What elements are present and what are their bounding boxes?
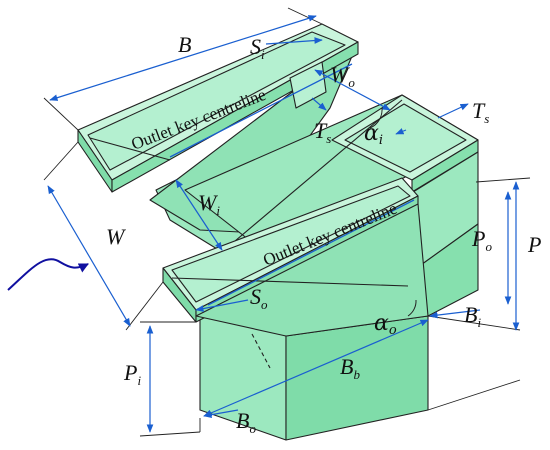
dim-B: [49, 15, 317, 101]
dim-Wi: [175, 179, 223, 251]
label-So: So: [250, 284, 268, 312]
inlet-key-rim-inner: [344, 103, 467, 173]
inlet-key-diagonal: [221, 99, 403, 253]
label-P: P: [527, 232, 541, 257]
lower-key-seam: [171, 277, 409, 287]
dim-Si: [265, 37, 323, 45]
label-alpha-i: αi: [364, 121, 383, 148]
dim-Bi: [429, 309, 481, 319]
alpha-o-arc: [407, 299, 417, 317]
label-Bb: Bb: [340, 354, 360, 382]
label-Ts-right: Ts: [472, 98, 489, 126]
alpha-i-arc: [369, 107, 383, 129]
dim-Ts-right-b: [395, 128, 407, 135]
dimension-arrows: [47, 15, 520, 433]
dim-Ts-left: [311, 97, 327, 111]
label-B: B: [178, 32, 191, 57]
inlet-key: [184, 94, 479, 253]
dim-Bb: [203, 319, 429, 417]
lower-key-slab-inner: [171, 185, 411, 303]
label-W: W: [106, 224, 126, 249]
dim-Wo: [314, 69, 391, 111]
label-Bi: Bi: [464, 302, 481, 330]
label-Po: Po: [471, 226, 492, 254]
extension-lines: [43, 7, 531, 437]
label-Ts-left: Ts: [314, 118, 331, 146]
label-Bo: Bo: [236, 408, 256, 436]
dim-Ts-right: [437, 103, 469, 119]
dim-So: [195, 299, 249, 312]
dim-Bo: [203, 409, 239, 418]
lower-centreline-arrow: [207, 199, 415, 306]
dim-W: [47, 185, 131, 327]
upper-key-seam: [89, 137, 171, 161]
label-Wo: Wo: [330, 62, 355, 90]
angle-arcs: [369, 107, 417, 317]
label-alpha-o: αo: [374, 311, 397, 338]
flow-direction-arrow-icon: [7, 258, 89, 291]
label-Pi: Pi: [123, 360, 141, 388]
label-Si: Si: [250, 34, 265, 62]
label-Wi: Wi: [198, 190, 220, 218]
